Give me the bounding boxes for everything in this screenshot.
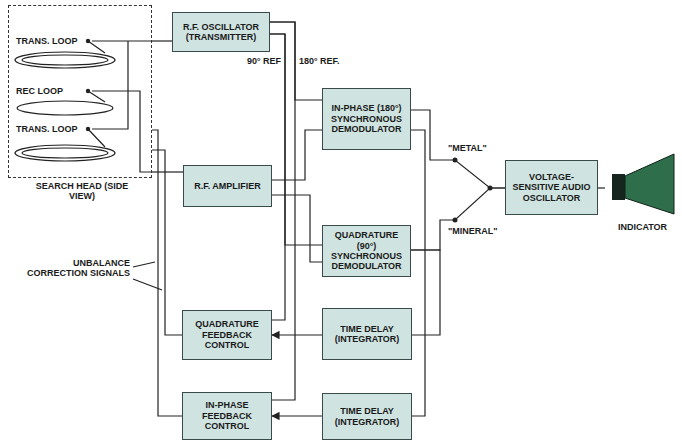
switch-label: "METAL" <box>448 143 487 153</box>
feedback-box: QUADRATURE FEEDBACK CONTROL <box>182 310 272 360</box>
block-label: IN-PHASE FEEDBACK CONTROL <box>187 400 267 431</box>
loop-wire <box>88 41 128 147</box>
integrator-box: TIME DELAY (INTEGRATOR) <box>322 393 412 440</box>
oscillator-box: R.F. OSCILLATOR (TRANSMITTER) <box>172 12 270 52</box>
signal-wire <box>598 187 605 188</box>
block-label: R.F. AMPLIFIER <box>194 181 261 191</box>
transmit-loop <box>15 52 115 68</box>
block-label: IN-PHASE (180°) SYNCHRONOUS DEMODULATOR <box>327 103 406 134</box>
transmit-loop <box>22 148 108 158</box>
loop-label: TRANS. LOOP <box>16 124 78 134</box>
transmit-loop <box>15 145 115 161</box>
demodulator-box: IN-PHASE (180°) SYNCHRONOUS DEMODULATOR <box>322 88 411 150</box>
loop-wire <box>88 41 152 53</box>
block-label: TIME DELAY (INTEGRATOR) <box>327 324 407 345</box>
block-label: INDICATOR <box>618 222 667 232</box>
block-label: QUADRATURE (90°) SYNCHRONOUS DEMODULATOR <box>327 230 406 271</box>
block-label: QUADRATURE FEEDBACK CONTROL <box>187 319 267 350</box>
block-label: R.F. OSCILLATOR (TRANSMITTER) <box>177 22 265 43</box>
loop-wire <box>88 91 152 172</box>
speaker-magnet <box>612 174 625 200</box>
signal-wire <box>272 334 322 335</box>
block-label: TIME DELAY (INTEGRATOR) <box>327 406 407 427</box>
signal-wire <box>411 130 425 416</box>
loop-label: TRANS. LOOP <box>16 36 78 46</box>
signal-wire <box>270 22 295 400</box>
signal-wire <box>270 34 285 320</box>
terminal-dot <box>86 89 90 93</box>
receive-loop <box>17 101 113 115</box>
amplifier-box: R.F. AMPLIFIER <box>183 165 272 207</box>
integrator-box: TIME DELAY (INTEGRATOR) <box>322 308 412 360</box>
terminal-dot <box>86 39 90 43</box>
reference-label: 180° REF. <box>299 56 340 66</box>
signal-wire <box>152 171 183 172</box>
signal-wire <box>272 130 322 180</box>
speaker-cone <box>625 154 674 214</box>
signal-label: UNBALANCE CORRECTION SIGNALS <box>18 258 130 279</box>
block-label: SEARCH HEAD (SIDE VIEW) <box>27 181 137 202</box>
demodulator-box: QUADRATURE (90°) SYNCHRONOUS DEMODULATOR <box>322 225 411 277</box>
switch-label: "MINERAL" <box>448 226 498 236</box>
audio-oscillator-box: VOLTAGE-SENSITIVE AUDIO OSCILLATOR <box>505 160 598 215</box>
signal-wire <box>272 415 322 416</box>
signal-wire <box>152 150 182 335</box>
transmit-loop <box>22 55 108 65</box>
signal-wire <box>272 195 322 262</box>
signal-wire <box>152 130 182 416</box>
signal-wire <box>152 40 172 41</box>
speaker-symbol <box>612 154 674 214</box>
reference-label: 90° REF <box>240 56 281 66</box>
indicator-speaker: INDICATOR <box>605 150 680 232</box>
terminal-dot <box>86 127 90 131</box>
loop-label: REC LOOP <box>16 86 63 96</box>
block-label: VOLTAGE-SENSITIVE AUDIO OSCILLATOR <box>510 172 593 203</box>
feedback-box: IN-PHASE FEEDBACK CONTROL <box>182 392 272 440</box>
